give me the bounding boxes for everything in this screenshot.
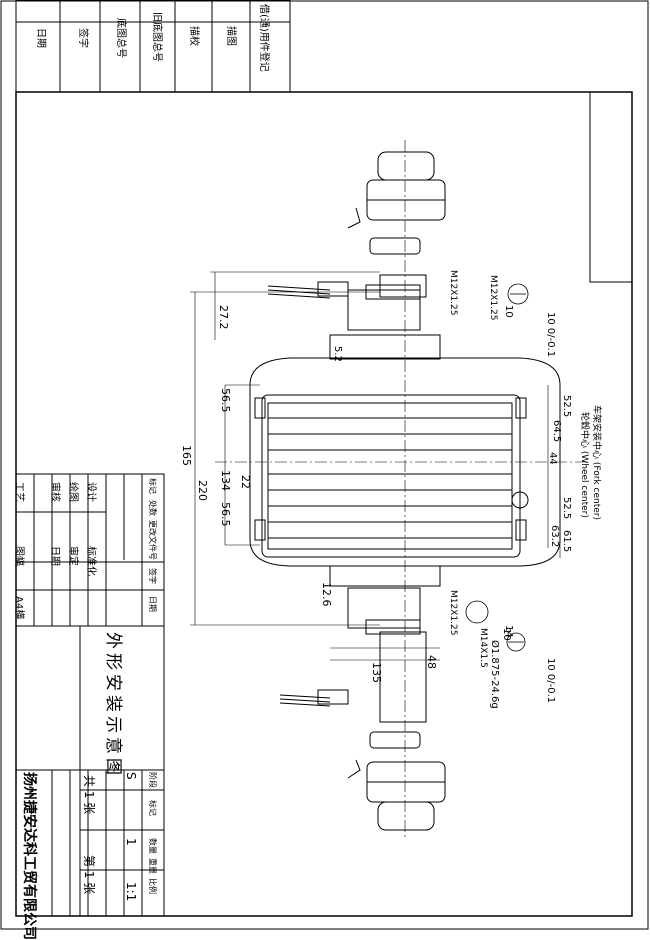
header-tracing: 描图 (225, 26, 236, 46)
dim-27-2: 27.2 (217, 305, 230, 330)
tb-stage-label: 阶段 (148, 772, 157, 788)
drawing-title: 外形安装示意图 (103, 632, 123, 779)
header-strip (15, 0, 291, 92)
dim-56-5-top: 56.5 (219, 388, 232, 413)
tb-weight-label: 重量 (148, 858, 157, 874)
dim-14: 14 (503, 625, 514, 638)
tb-total-sheets: 共 1 张 (82, 775, 96, 815)
title-block-left (15, 473, 165, 627)
header-date: 日期 (35, 28, 46, 48)
dim-134: 134 (219, 470, 232, 491)
inner-border (15, 91, 633, 917)
tb-sign: 签字 (148, 568, 157, 584)
tb-stage: S (124, 772, 138, 780)
title-block-bottom (15, 625, 165, 917)
tb-review: 审核 (49, 482, 60, 502)
tb-scale: 1:1 (124, 882, 138, 902)
tb-drawing: 绘图 (67, 482, 78, 502)
tb-process: 工艺 (13, 482, 24, 502)
tol-bottom: 10 0/-0.1 (545, 658, 556, 704)
dimension-lines (190, 271, 561, 661)
dim-44: 44 (547, 452, 558, 465)
dim-220: 220 (196, 480, 209, 501)
dim-64-5: 64.5 (551, 420, 562, 443)
tb-current-sheet: 第 1 张 (82, 855, 96, 895)
dim-thread-top-1: M12X1.25 (448, 270, 458, 316)
dim-52-5-top: 52.5 (561, 395, 572, 418)
header-base-number: 底图总号 (115, 18, 126, 58)
tb-design: 设计 (85, 482, 96, 502)
tb-standardize: 标准化 (85, 546, 96, 576)
dim-12-6: 12.6 (320, 582, 333, 607)
dim-5-2: 5.2 (332, 346, 343, 362)
tol-top: 10 0/-0.1 (545, 312, 556, 358)
detail-views (465, 283, 529, 652)
tb-approve: 审定 (67, 546, 78, 566)
dim-48: 48 (425, 655, 438, 669)
dim-56-5-bottom: 56.5 (219, 502, 232, 527)
fork-center-label: 车架安装中心 (Fork center) (591, 405, 601, 520)
tb-date-2: 日期 (49, 546, 60, 566)
company-name: 扬州捷安达科工贸有限公司 (21, 772, 37, 940)
dim-thread-bottom: M12X1.25 (448, 590, 458, 636)
top-right-box (589, 91, 633, 283)
tb-scale-label: 比例 (148, 878, 157, 894)
tb-date: 日期 (148, 596, 157, 612)
wheel-center-label: 轮毂中心 (Wheel center) (579, 412, 589, 518)
header-signature: 签字 (77, 28, 88, 48)
tb-mark-label: 标记 (148, 800, 157, 816)
dim-165: 165 (180, 445, 193, 466)
hub-motor (249, 151, 561, 831)
header-trace-check: 描校 (188, 26, 199, 46)
tb-count: 处数 (148, 500, 157, 516)
tb-quantity-label: 数量 (148, 838, 157, 854)
header-old-base-number: 旧底图总号 (151, 12, 162, 62)
header-loan-register: 借(通)用件登记 (258, 4, 269, 72)
dim-52-5-bottom: 52.5 (561, 497, 572, 520)
dim-spline: Ø1.875-24.6g (489, 640, 500, 709)
tb-a4: A4横 (13, 596, 24, 620)
dim-22: 22 (239, 475, 252, 489)
tb-change-doc: 更改文件号 (148, 520, 157, 560)
dim-135: 135 (370, 662, 383, 683)
dim-61-5: 61.5 (561, 530, 572, 553)
tb-sheet-size: 图幅 (13, 546, 24, 566)
dim-63-2: 63.2 (549, 525, 560, 548)
dim-m14: M14X1.5 (478, 628, 488, 668)
tb-mark: 标记 (148, 478, 157, 494)
tb-quantity: 1 (124, 838, 138, 846)
dim-10-top: 10 (503, 305, 514, 318)
dim-thread-top-2: M12X1.25 (488, 275, 498, 321)
